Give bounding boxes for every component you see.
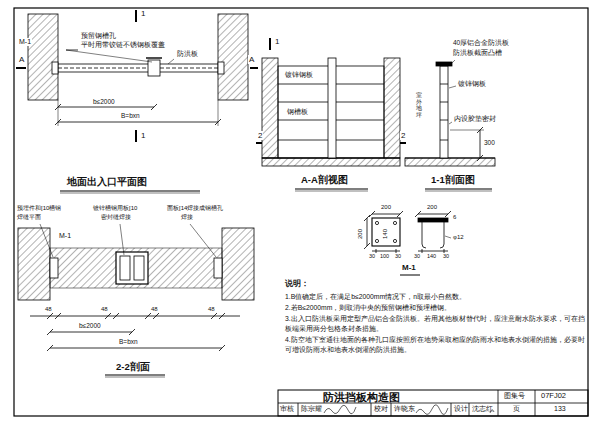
- cut-mark: 2: [257, 131, 263, 140]
- title-block-cell: 133: [553, 405, 567, 413]
- callout-text: 防洪板: [176, 50, 199, 57]
- dimension: 30: [368, 253, 376, 259]
- dimension: 48: [44, 306, 53, 313]
- note-heading: 说明：: [284, 280, 310, 289]
- dimension: 300: [483, 139, 496, 146]
- title-block-cell: 07FJ02: [540, 392, 567, 401]
- part-title: M-1: [401, 263, 417, 272]
- callout-text: 钢槽板: [286, 108, 309, 115]
- section-aa: [256, 38, 406, 191]
- title-block-cell: 许晓东: [393, 405, 416, 412]
- cut-mark: 2: [400, 131, 406, 140]
- note-text: 2.若B≤2000mm，则取消中央的预留钢槽和预埋槽钢。: [284, 303, 586, 313]
- title-block-cell: 页: [512, 405, 521, 412]
- title-block: [278, 390, 588, 416]
- title-block-cell: 陈宗耀: [300, 405, 323, 412]
- callout-text: 焊缝平面: [16, 214, 42, 221]
- view-title: 1-1剖面图: [430, 175, 476, 186]
- part-mark: M-1: [58, 232, 72, 240]
- callout-text: 镀锌钢板: [457, 80, 487, 87]
- view-title: A-A剖视图: [300, 175, 349, 186]
- callout-text: 镀锌槽钢用板[10: [92, 205, 138, 212]
- dimension: 200: [426, 204, 438, 211]
- dimension: 200: [357, 228, 364, 240]
- drawing-title: 防洪挡板构造图: [322, 391, 401, 404]
- dimension: b≤2000: [78, 322, 102, 329]
- dimension: φ12: [452, 234, 465, 241]
- callout-text: 防洪板截面凸槽: [452, 49, 503, 56]
- callout-text: 焊接: [180, 214, 194, 221]
- title-block-cell: 校对: [373, 405, 389, 412]
- cut-mark: A: [248, 55, 255, 64]
- plan-view: [16, 10, 258, 193]
- cut-mark: 1: [140, 9, 146, 18]
- part-mark: M-1: [18, 38, 32, 46]
- title-block-cell: 设计: [453, 405, 469, 412]
- note-text: 1.B值确定后，在满足b≤2000mm情况下，n取最小自然数。: [284, 292, 586, 302]
- callout-text: 预留钢槽孔: [80, 32, 117, 39]
- callout-text: 平时用带铰链不锈钢板覆盖: [80, 41, 166, 48]
- dimension: 140: [382, 228, 389, 240]
- callout-text: 镀锌钢板: [284, 71, 314, 78]
- vertical-label: 室外地坪: [416, 92, 422, 118]
- callout-text: 预埋件和[10槽钢: [16, 205, 62, 212]
- view-title: 地面出入口平面图: [66, 177, 148, 188]
- note-text: 3.出入口防洪板采用定型产品铝合金防洪板。若用其他板材替代时，应注意耐水防水要求…: [284, 314, 586, 333]
- callout-text: 内设胶垫密封: [453, 115, 497, 122]
- embed-plate-m1: [364, 211, 451, 275]
- title-block-cell: 审核: [279, 405, 295, 412]
- dimension: b≤2000: [92, 98, 116, 105]
- dimension: 30: [413, 253, 421, 259]
- dimension: 48: [207, 306, 216, 313]
- cut-mark: A: [18, 55, 25, 64]
- dimension: 200: [380, 204, 392, 211]
- callout-text: 面板[14焊接成钢槽孔: [166, 205, 224, 212]
- dimension: 6: [452, 214, 457, 221]
- cut-mark: 1: [140, 131, 146, 140]
- section-11: [405, 60, 495, 191]
- callout-text: 密封缝焊接: [100, 214, 132, 221]
- dimension: B=bxn: [120, 112, 141, 119]
- callout-text: 40厚铝合金防洪板: [452, 39, 510, 46]
- sheet-frame: [14, 8, 588, 416]
- dimension: 30: [442, 253, 450, 259]
- dimension: 48: [150, 306, 159, 313]
- dimension: 48: [100, 306, 109, 313]
- cut-mark: 1: [274, 37, 280, 46]
- dimension: 140: [426, 253, 437, 259]
- section-22: [18, 224, 254, 377]
- dimension: 30: [394, 253, 402, 259]
- view-title: 2-2剖面: [115, 362, 151, 373]
- dimension: 100: [379, 253, 390, 259]
- title-block-cell: 沈志红: [471, 405, 494, 412]
- note-text: 4.防空地下室通往地面的各种孔口应按照所在地势采取相应的防雨水和地表水倒灌的措施…: [284, 335, 586, 354]
- dimension: B=bxn: [118, 338, 139, 345]
- title-block-cell: 图集号: [503, 392, 526, 400]
